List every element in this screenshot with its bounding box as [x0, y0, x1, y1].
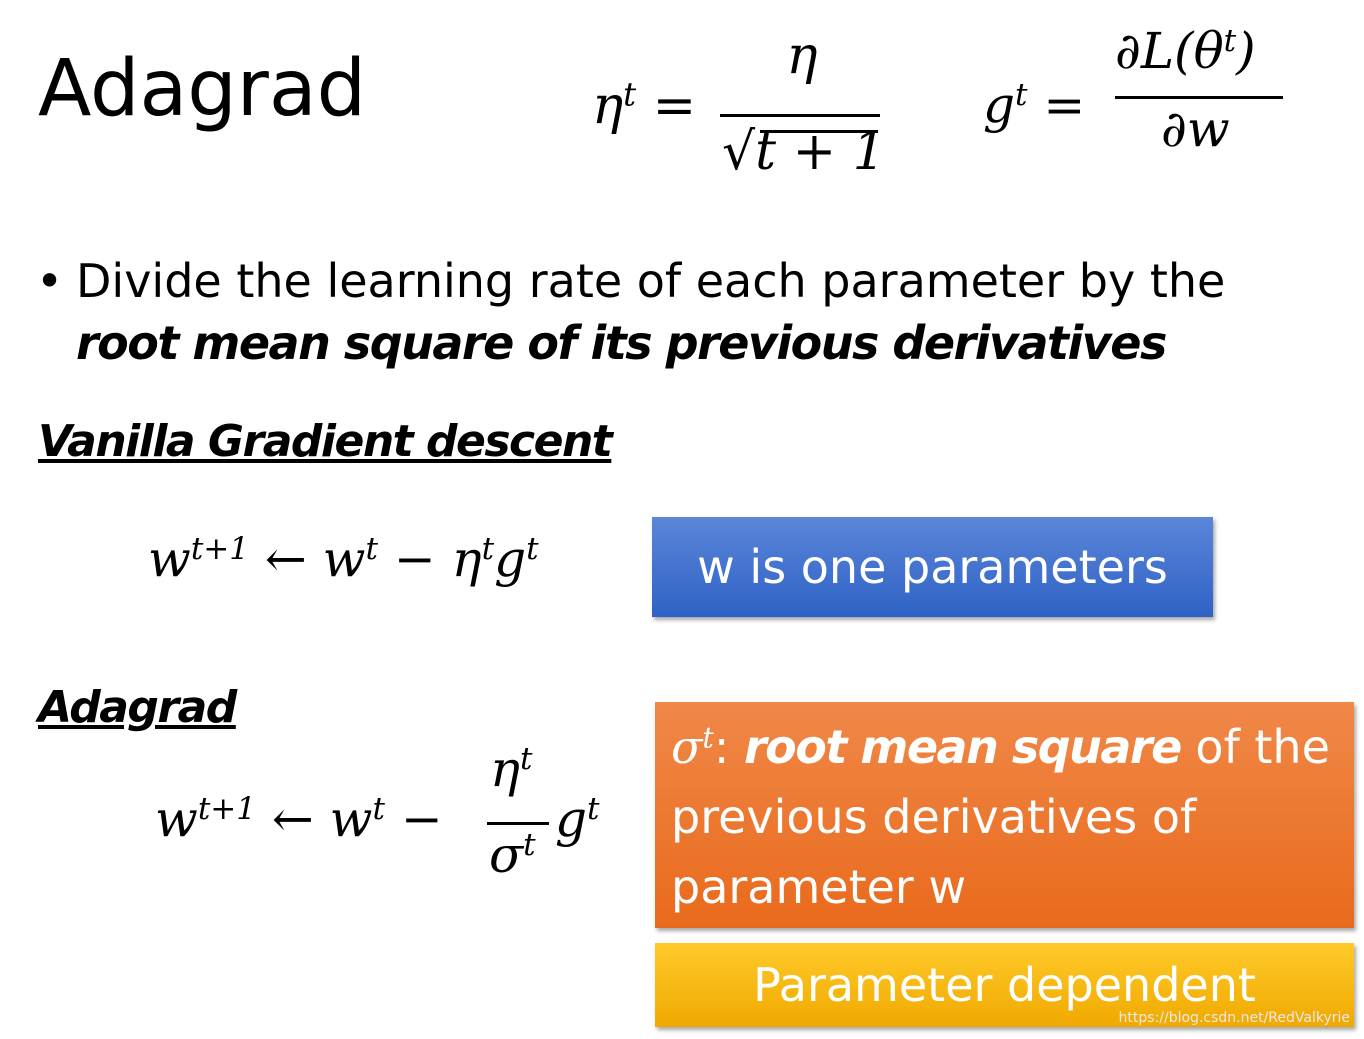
formula-gradient: gt = ∂L(θt) ∂w	[983, 18, 1303, 168]
formula-eta-lhs: ηt =	[592, 75, 697, 136]
fraction-bar	[487, 822, 549, 825]
formula-eta-numerator: η	[786, 26, 818, 86]
sigma-emphasis: root mean square	[744, 720, 1182, 774]
formula-g-numerator: ∂L(θt)	[1115, 22, 1256, 80]
slide-title: Adagrad	[38, 44, 367, 134]
note-one-parameter: w is one parameters	[652, 517, 1213, 617]
formula-adagrad-gradient: gt	[555, 790, 600, 848]
vanilla-heading: Vanilla Gradient descent	[38, 416, 613, 467]
sigma-line-2: previous derivatives of	[671, 790, 1197, 844]
formula-adagrad-update: wt+1 ← wt − ηt σt gt	[155, 740, 625, 900]
formula-g-lhs: gt =	[983, 76, 1086, 134]
formula-eta: ηt = η √t + 1	[592, 24, 892, 182]
formula-adagrad-lhs: wt+1 ← wt −	[155, 790, 443, 848]
bullet-marker: •	[36, 254, 64, 308]
bullet-emphasis: root mean square of its previous derivat…	[76, 316, 1167, 370]
adagrad-heading: Adagrad	[38, 682, 237, 733]
formula-g-denominator: ∂w	[1161, 100, 1230, 158]
formula-adagrad-numerator: ηt	[490, 740, 533, 798]
sigma-symbol: σt	[671, 720, 714, 774]
formula-adagrad-denominator: σt	[489, 826, 536, 884]
bullet-text: Divide the learning rate of each paramet…	[76, 254, 1226, 308]
note-parameter-dependent: Parameter dependent	[655, 943, 1354, 1027]
fraction-bar	[1115, 96, 1283, 99]
watermark: https://blog.csdn.net/RedValkyrie	[1118, 1010, 1350, 1026]
sigma-line-3: parameter w	[671, 860, 967, 914]
note-sigma-definition: σt: root mean square of the previous der…	[655, 702, 1354, 928]
fraction-bar	[720, 114, 880, 117]
radical-bar	[760, 130, 878, 133]
formula-vanilla-update: wt+1 ← wt − ηtgt	[148, 530, 539, 588]
bullet-point: • Divide the learning rate of each param…	[36, 250, 1336, 374]
